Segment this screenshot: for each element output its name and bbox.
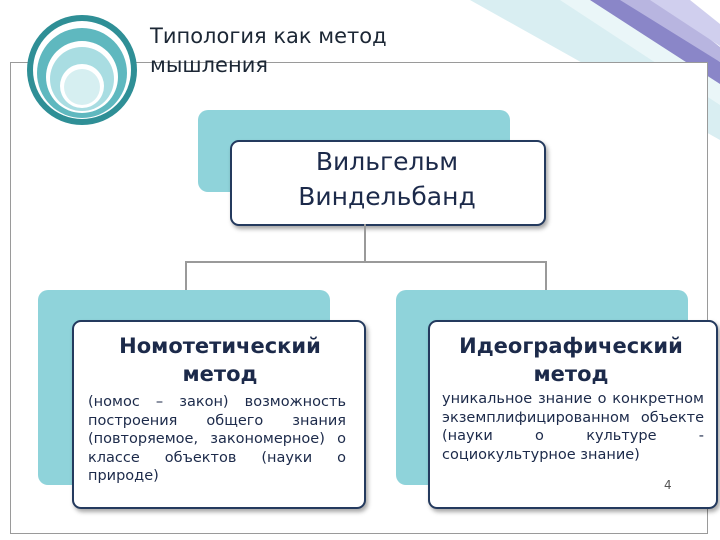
right-node-description: уникальное знание о конкретном экземплиф… <box>442 391 704 463</box>
right-node-title-line2: метод <box>533 362 609 386</box>
slide-title-line1: Типология как метод <box>150 24 387 48</box>
connector-horizontal <box>185 261 547 263</box>
left-node <box>72 320 366 509</box>
left-node-title-line1: Номотетический <box>119 334 321 358</box>
right-node-title-line1: Идеографический <box>459 334 683 358</box>
right-node-title: Идеографический метод <box>444 332 698 388</box>
connector-vertical-right <box>545 261 547 291</box>
slide-title: Типология как метод мышления <box>150 22 510 80</box>
root-node-line1: Вильгельм <box>315 147 459 176</box>
root-node-line2: Виндельбанд <box>298 182 476 211</box>
root-node-label: Вильгельм Виндельбанд <box>232 144 542 214</box>
left-node-title-line2: метод <box>182 362 258 386</box>
page-number: 4 <box>664 478 672 492</box>
slide-title-line2: мышления <box>150 53 268 77</box>
connector-vertical-root <box>364 224 366 262</box>
root-node <box>230 140 546 226</box>
right-node <box>428 320 718 509</box>
left-node-title: Номотетический метод <box>90 332 350 388</box>
connector-vertical-left <box>185 261 187 291</box>
left-node-description: (номос – закон) возможность построения о… <box>88 394 346 484</box>
concentric-circles-icon <box>27 15 137 125</box>
